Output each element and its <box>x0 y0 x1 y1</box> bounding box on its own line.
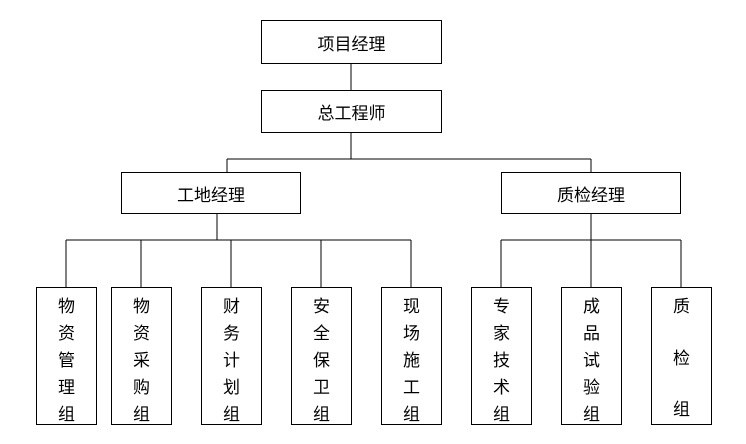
group-char: 划 <box>223 378 240 398</box>
group-char: 计 <box>223 351 240 371</box>
group-char: 组 <box>583 405 600 425</box>
group-char: 组 <box>493 405 510 425</box>
group-char: 验 <box>583 378 600 398</box>
group-char: 组 <box>58 405 75 425</box>
group-char: 组 <box>313 405 330 425</box>
group-char: 财 <box>223 297 240 317</box>
site-manager-box: 工地经理 <box>121 172 301 214</box>
group-char: 资 <box>133 324 150 344</box>
group-char: 资 <box>58 324 75 344</box>
group-box-finance-planning: 财 务 计 划 组 <box>201 287 262 425</box>
group-char: 现 <box>403 297 420 317</box>
group-char: 家 <box>493 324 510 344</box>
group-box-materials-procurement: 物 资 采 购 组 <box>111 287 172 425</box>
quality-manager-label: 质检经理 <box>557 185 625 206</box>
group-char: 试 <box>583 351 600 371</box>
group-box-site-construction: 现 场 施 工 组 <box>381 287 442 425</box>
group-char: 理 <box>58 378 75 398</box>
site-manager-label: 工地经理 <box>177 185 245 206</box>
group-char: 安 <box>313 297 330 317</box>
group-char: 组 <box>673 400 690 420</box>
group-char: 卫 <box>313 378 330 398</box>
group-char: 物 <box>133 297 150 317</box>
project-manager-box: 项目经理 <box>261 20 442 64</box>
group-char: 工 <box>403 378 420 398</box>
group-char: 保 <box>313 351 330 371</box>
group-char: 成 <box>583 297 600 317</box>
group-char: 组 <box>133 405 150 425</box>
group-box-safety-security: 安 全 保 卫 组 <box>291 287 352 425</box>
group-char: 专 <box>493 297 510 317</box>
group-char: 购 <box>133 378 150 398</box>
group-char: 组 <box>223 405 240 425</box>
group-char: 组 <box>403 405 420 425</box>
group-char: 全 <box>313 324 330 344</box>
group-box-quality-inspection: 质 检 组 <box>651 287 712 425</box>
group-char: 技 <box>493 351 510 371</box>
group-box-expert-technical: 专 家 技 术 组 <box>471 287 532 425</box>
group-char: 质 <box>673 297 690 317</box>
group-char: 务 <box>223 324 240 344</box>
quality-manager-box: 质检经理 <box>501 172 681 214</box>
chief-engineer-box: 总工程师 <box>261 90 442 133</box>
group-char: 场 <box>403 324 420 344</box>
group-char: 施 <box>403 351 420 371</box>
chief-engineer-label: 总工程师 <box>317 104 386 124</box>
group-char: 物 <box>58 297 75 317</box>
group-char: 术 <box>493 378 510 398</box>
group-char: 检 <box>673 348 690 369</box>
group-char: 品 <box>583 324 600 344</box>
group-box-materials-management: 物 资 管 理 组 <box>36 287 97 425</box>
group-char: 管 <box>58 351 75 371</box>
project-manager-label: 项目经理 <box>317 34 386 55</box>
group-char: 采 <box>133 351 150 371</box>
group-box-product-testing: 成 品 试 验 组 <box>561 287 622 425</box>
